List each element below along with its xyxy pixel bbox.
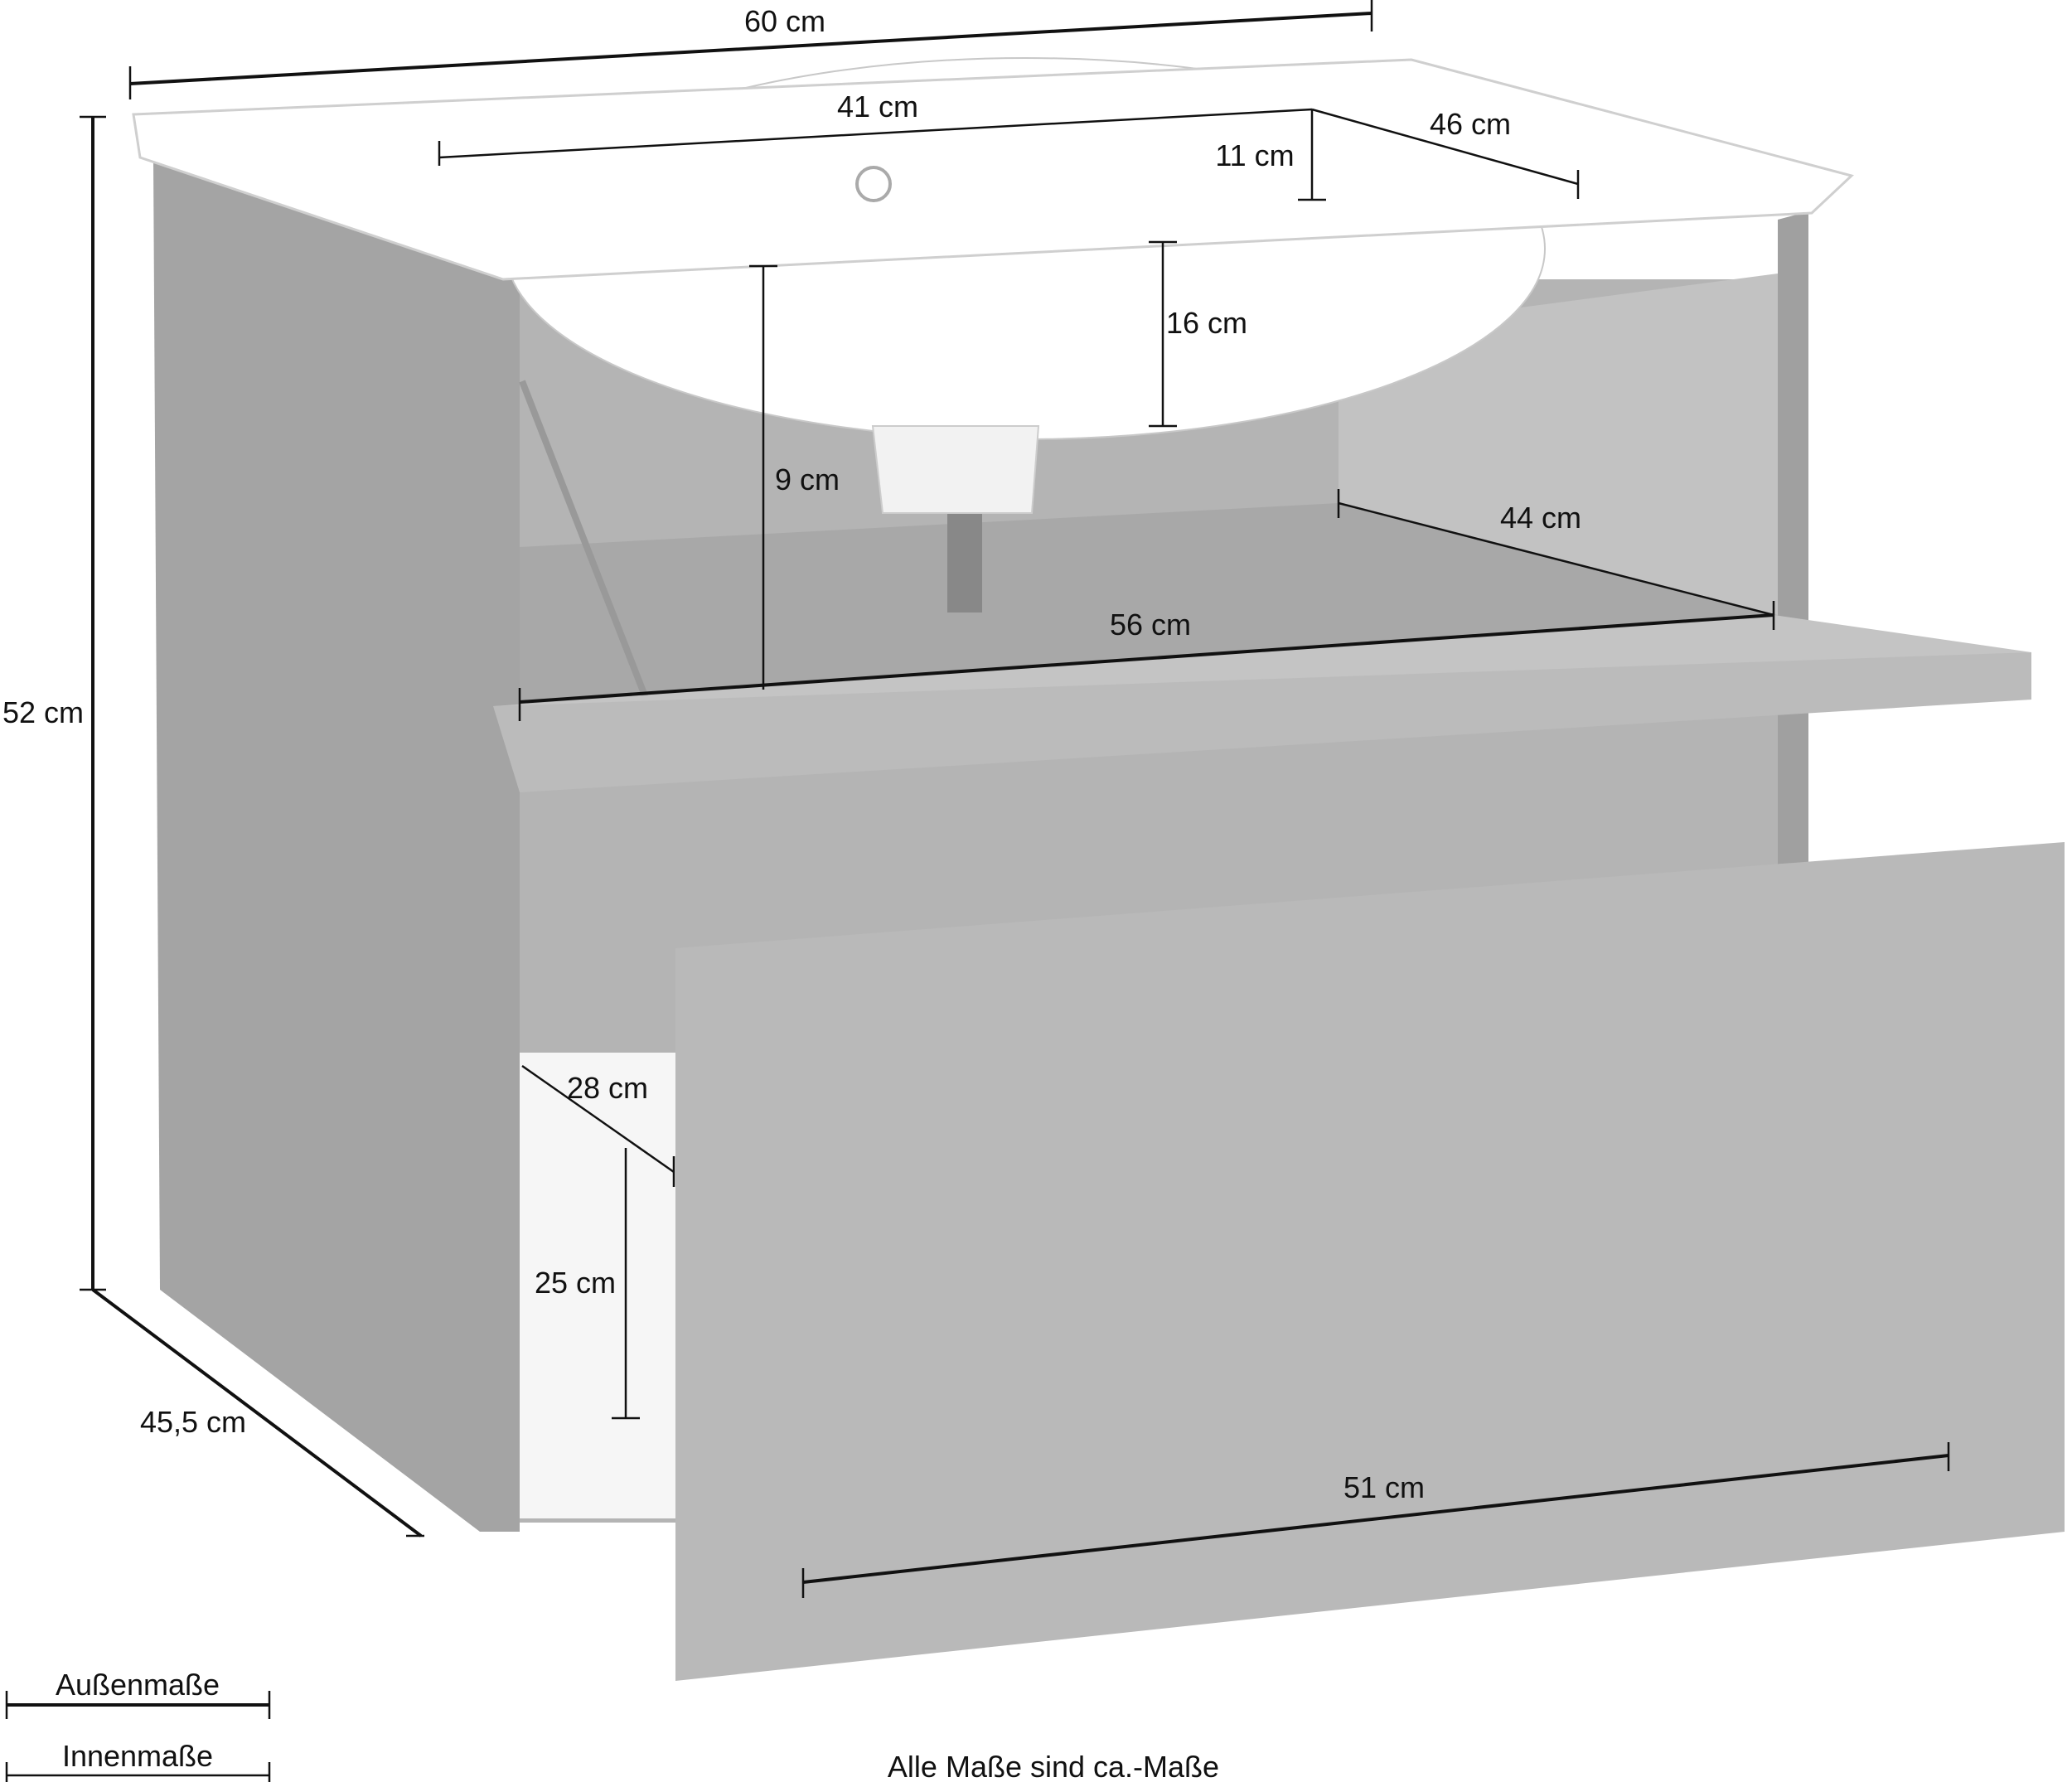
label-basin-depth: 46 cm — [1430, 107, 1511, 141]
dim-line-basin-width — [438, 108, 1313, 159]
label-drawer-height: 25 cm — [535, 1266, 616, 1300]
siphon-pipe — [947, 513, 982, 613]
flap-hinge-arm — [519, 380, 658, 723]
dim-line-shelf-depth — [1338, 501, 1774, 617]
cabinet-side-panel — [153, 160, 520, 1532]
footer-note: Alle Maße sind ca.-Maße — [888, 1750, 1219, 1782]
label-drawer-depth: 28 cm — [567, 1071, 648, 1105]
dim-line-drawer-width — [802, 1454, 1949, 1584]
label-total-depth: 45,5 cm — [140, 1405, 246, 1439]
label-shelf-depth: 44 cm — [1500, 501, 1581, 535]
label-basin-rim: 11 cm — [1215, 138, 1294, 172]
label-basin-width: 41 cm — [837, 90, 918, 123]
wood-flap-front — [493, 652, 2031, 792]
label-total-height: 52 cm — [2, 695, 84, 729]
dim-line-basin-depth — [1311, 108, 1579, 186]
label-drawer-width: 51 cm — [1343, 1470, 1425, 1504]
dim-line-shelf-width — [519, 613, 1774, 704]
overflow-hole — [855, 166, 892, 202]
inner-shelf — [520, 503, 1774, 702]
label-total-width: 60 cm — [744, 4, 825, 38]
dim-line-drawer-depth — [521, 1064, 675, 1174]
drawer-interior — [520, 1053, 675, 1518]
legend-outer-label: Außenmaße — [56, 1668, 220, 1702]
dim-line-total-depth — [91, 1288, 423, 1537]
drawer-front[interactable] — [675, 842, 2065, 1681]
label-siphon-clearance: 9 cm — [775, 462, 840, 496]
label-basin-height: 16 cm — [1166, 306, 1247, 340]
legend-inner-label: Innenmaße — [62, 1739, 213, 1773]
cabinet-right-panel — [1778, 211, 1808, 866]
label-shelf-width: 56 cm — [1110, 608, 1191, 642]
countertop — [132, 58, 1855, 281]
basin-drain — [871, 425, 1040, 514]
dim-line-total-width — [129, 12, 1372, 85]
